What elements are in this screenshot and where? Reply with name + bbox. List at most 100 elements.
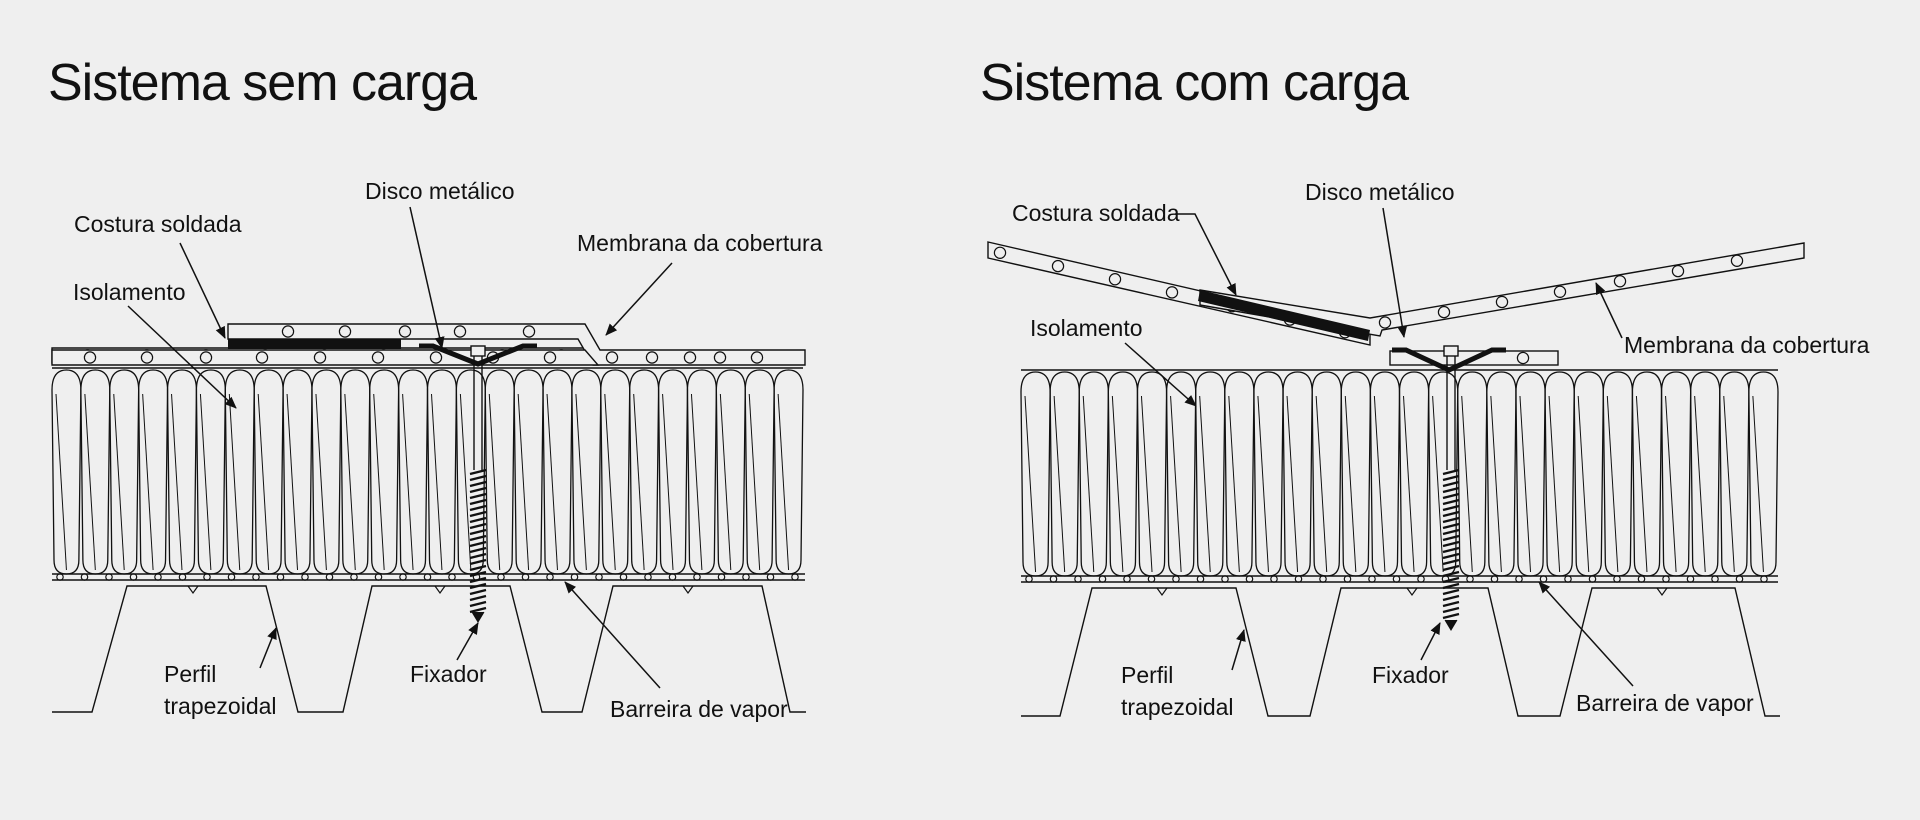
- fastener-thread: [1442, 600, 1460, 608]
- fastener-thread: [469, 504, 487, 512]
- vapor-barrier-bead: [374, 573, 383, 581]
- insulation-fiber: [195, 369, 226, 575]
- roof-membrane: [51, 323, 806, 367]
- insulation-layer: [1020, 369, 1779, 577]
- fastener-thread: [469, 516, 487, 524]
- vapor-barrier-bead: [1025, 575, 1033, 583]
- insulation-fiber-line: [84, 393, 96, 571]
- vapor-barrier-bead: [619, 573, 628, 581]
- insulation-fiber-line: [690, 393, 703, 571]
- insulation-fiber: [224, 369, 255, 575]
- insulation-fiber: [1311, 371, 1342, 577]
- bead: [522, 325, 536, 338]
- bead: [1730, 254, 1744, 267]
- fastener-thread: [469, 600, 487, 608]
- insulation-fiber-line: [1199, 395, 1211, 573]
- insulation-fiber: [1195, 371, 1226, 577]
- vapor-barrier-bead: [129, 573, 138, 581]
- insulation-fiber: [1544, 371, 1575, 577]
- fastener-thread: [1442, 546, 1460, 554]
- vapor-barrier: [52, 573, 805, 581]
- insulation-fiber-line: [199, 393, 212, 571]
- insulation-fiber-line: [1694, 395, 1706, 573]
- insulation-fiber: [282, 369, 313, 575]
- bead: [645, 351, 659, 364]
- insulation-fiber-line: [286, 393, 299, 571]
- vapor-barrier-bead: [791, 573, 799, 581]
- bead: [338, 325, 352, 338]
- fastener-tip: [471, 611, 485, 623]
- vapor-barrier-bead: [742, 573, 750, 581]
- vapor-barrier-bead: [1564, 575, 1572, 583]
- insulation-fiber-line: [373, 393, 385, 571]
- fastener-thread: [1442, 474, 1460, 482]
- fastener-thread: [469, 522, 487, 530]
- insulation-fiber-line: [662, 393, 674, 571]
- insulation-fiber-line: [1053, 395, 1066, 573]
- insulation-fiber: [571, 369, 602, 575]
- insulation-fiber-line: [402, 393, 414, 571]
- vapor-barrier-bead: [80, 573, 89, 581]
- insulation-fiber: [1107, 371, 1139, 577]
- insulation-fiber: [1020, 371, 1051, 577]
- insulation-fiber: [369, 369, 400, 575]
- bead: [605, 351, 619, 364]
- fastener-head: [1443, 345, 1459, 357]
- label-insulation: Isolamento: [1030, 315, 1143, 341]
- bead: [255, 351, 269, 364]
- bead: [1437, 305, 1451, 319]
- insulation-fiber: [1631, 371, 1663, 577]
- bead: [1516, 351, 1530, 365]
- fastener-thread: [469, 474, 487, 482]
- label-vapor-barrier: Barreira de vapor: [610, 696, 788, 722]
- insulation-fiber-line: [546, 393, 558, 571]
- label-fastener: Fixador: [410, 661, 487, 687]
- fastener-thread: [469, 564, 487, 572]
- metal-disc: [1392, 347, 1506, 373]
- bead: [1553, 285, 1567, 298]
- insulation-fiber-line: [1461, 395, 1473, 573]
- panel-without-load: Sistema sem carga Costura soldada Disco …: [48, 54, 823, 722]
- profile-notch: [434, 585, 446, 595]
- fastener-thread: [1442, 498, 1460, 506]
- vapor-barrier-bead: [766, 573, 775, 581]
- insulation-fiber: [1573, 371, 1604, 577]
- label-profile-line2: trapezoidal: [1121, 694, 1234, 720]
- fastener-thread: [469, 606, 487, 614]
- label-welded-seam: Costura soldada: [1012, 200, 1180, 226]
- insulation-fiber: [1398, 371, 1430, 577]
- fastener-thread: [469, 468, 487, 476]
- fastener-thread: [469, 582, 487, 590]
- trapezoidal-profile: [1021, 587, 1780, 717]
- fastener-thread: [1442, 522, 1460, 530]
- insulation-fiber-line: [1170, 395, 1182, 573]
- insulation-fiber-line: [1723, 395, 1735, 573]
- bead: [1495, 295, 1509, 309]
- welded-seam: [228, 339, 401, 349]
- profile-notch: [187, 585, 199, 595]
- vapor-barrier-bead: [105, 573, 113, 581]
- insulation-fiber-line: [344, 393, 356, 571]
- insulation-fiber-line: [1228, 395, 1240, 573]
- fastener: [469, 345, 487, 623]
- bead: [750, 351, 764, 364]
- vapor-barrier-bead: [1245, 575, 1254, 583]
- fastener-thread: [1442, 540, 1460, 548]
- bead: [1613, 275, 1627, 288]
- label-metal-disc: Disco metálico: [1305, 179, 1455, 205]
- fastener-thread: [1442, 486, 1460, 494]
- vapor-barrier-bead: [717, 573, 726, 581]
- bead: [1108, 273, 1122, 286]
- fastener-thread: [469, 510, 487, 518]
- insulation-fiber: [1282, 371, 1313, 577]
- fastener-thread: [1442, 552, 1460, 560]
- insulation-fiber-line: [55, 393, 67, 571]
- fastener-thread: [469, 498, 487, 506]
- fastener-thread: [1442, 612, 1460, 620]
- vapor-barrier-bead: [1049, 575, 1058, 583]
- insulation-fiber-line: [1286, 395, 1299, 573]
- insulation-fiber-line: [1752, 395, 1764, 573]
- fastener: [1442, 345, 1460, 631]
- vapor-barrier-bead: [1515, 575, 1523, 583]
- insulation-fiber: [1078, 371, 1110, 577]
